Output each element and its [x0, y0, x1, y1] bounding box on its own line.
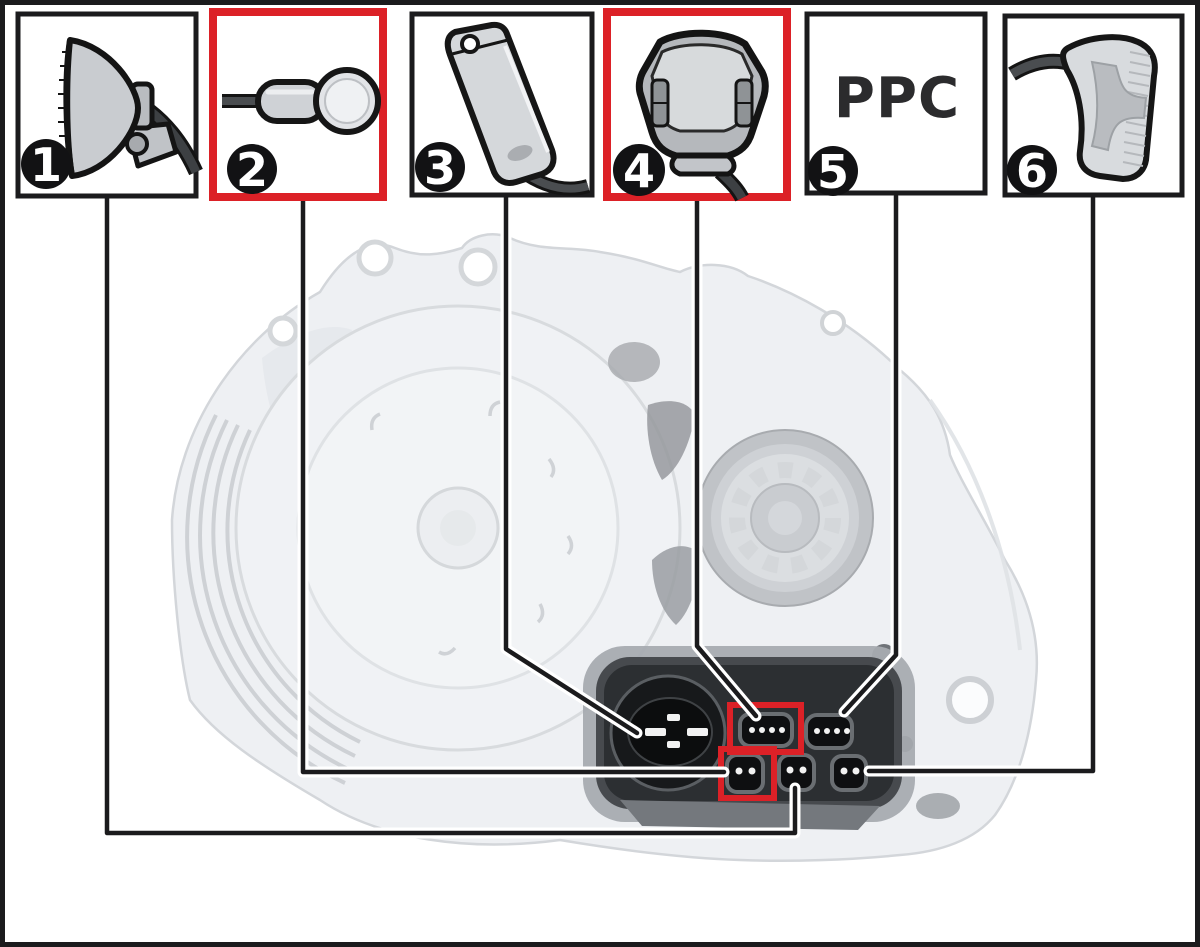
two-pin-connector-right	[830, 754, 868, 792]
badge-4	[613, 144, 665, 196]
callout-line-2	[300, 196, 727, 775]
badge-6-number: 6	[1016, 144, 1048, 198]
badge-5	[808, 146, 858, 196]
callout-line-5	[841, 193, 899, 715]
sprocket	[696, 429, 874, 607]
internal-wedge-bottom	[652, 546, 699, 625]
badge-5-number: 5	[817, 145, 849, 199]
round-plug-connector-icon	[222, 67, 381, 135]
legend-box-5: PPC 5	[804, 11, 988, 199]
ppc-text-label: PPC	[834, 66, 960, 131]
internal-wedge-top	[647, 401, 695, 480]
battery-pack-icon	[444, 21, 591, 196]
four-pin-connector-right	[804, 713, 854, 750]
callout-line-6	[866, 194, 1096, 774]
callout-line-1	[104, 193, 798, 836]
badge-3	[415, 142, 465, 192]
battery-terminal-connector	[609, 674, 727, 792]
badge-2-number: 2	[236, 143, 268, 197]
callout-lines	[101, 190, 1099, 839]
two-pin-connector-left	[725, 753, 765, 794]
callout-line-4	[694, 196, 759, 719]
housing-shade-2	[928, 398, 1022, 651]
callout-line-3	[503, 193, 640, 736]
gear-cover	[234, 304, 682, 752]
legend-box-3: 3	[409, 11, 595, 198]
legend-box-6: 6	[1002, 13, 1185, 198]
badge-6	[1007, 145, 1057, 195]
legend-box-4: 4	[603, 8, 791, 202]
battery-polarity-marks	[645, 714, 708, 748]
legend-box-1: 1	[15, 11, 203, 199]
badge-3-number: 3	[424, 141, 456, 195]
taillight-icon	[1008, 34, 1158, 182]
four-pin-connector-left	[738, 712, 794, 748]
display-unit-icon	[635, 29, 769, 202]
drive-unit-illustration	[170, 233, 1039, 863]
internal-dark-ellipse	[608, 342, 660, 382]
badge-1-number: 1	[30, 138, 62, 192]
legend-box-2: 2	[209, 8, 387, 201]
badge-1	[21, 139, 71, 189]
badge-2	[227, 144, 277, 194]
badge-4-number: 4	[623, 144, 655, 198]
headlight-icon	[58, 37, 203, 179]
